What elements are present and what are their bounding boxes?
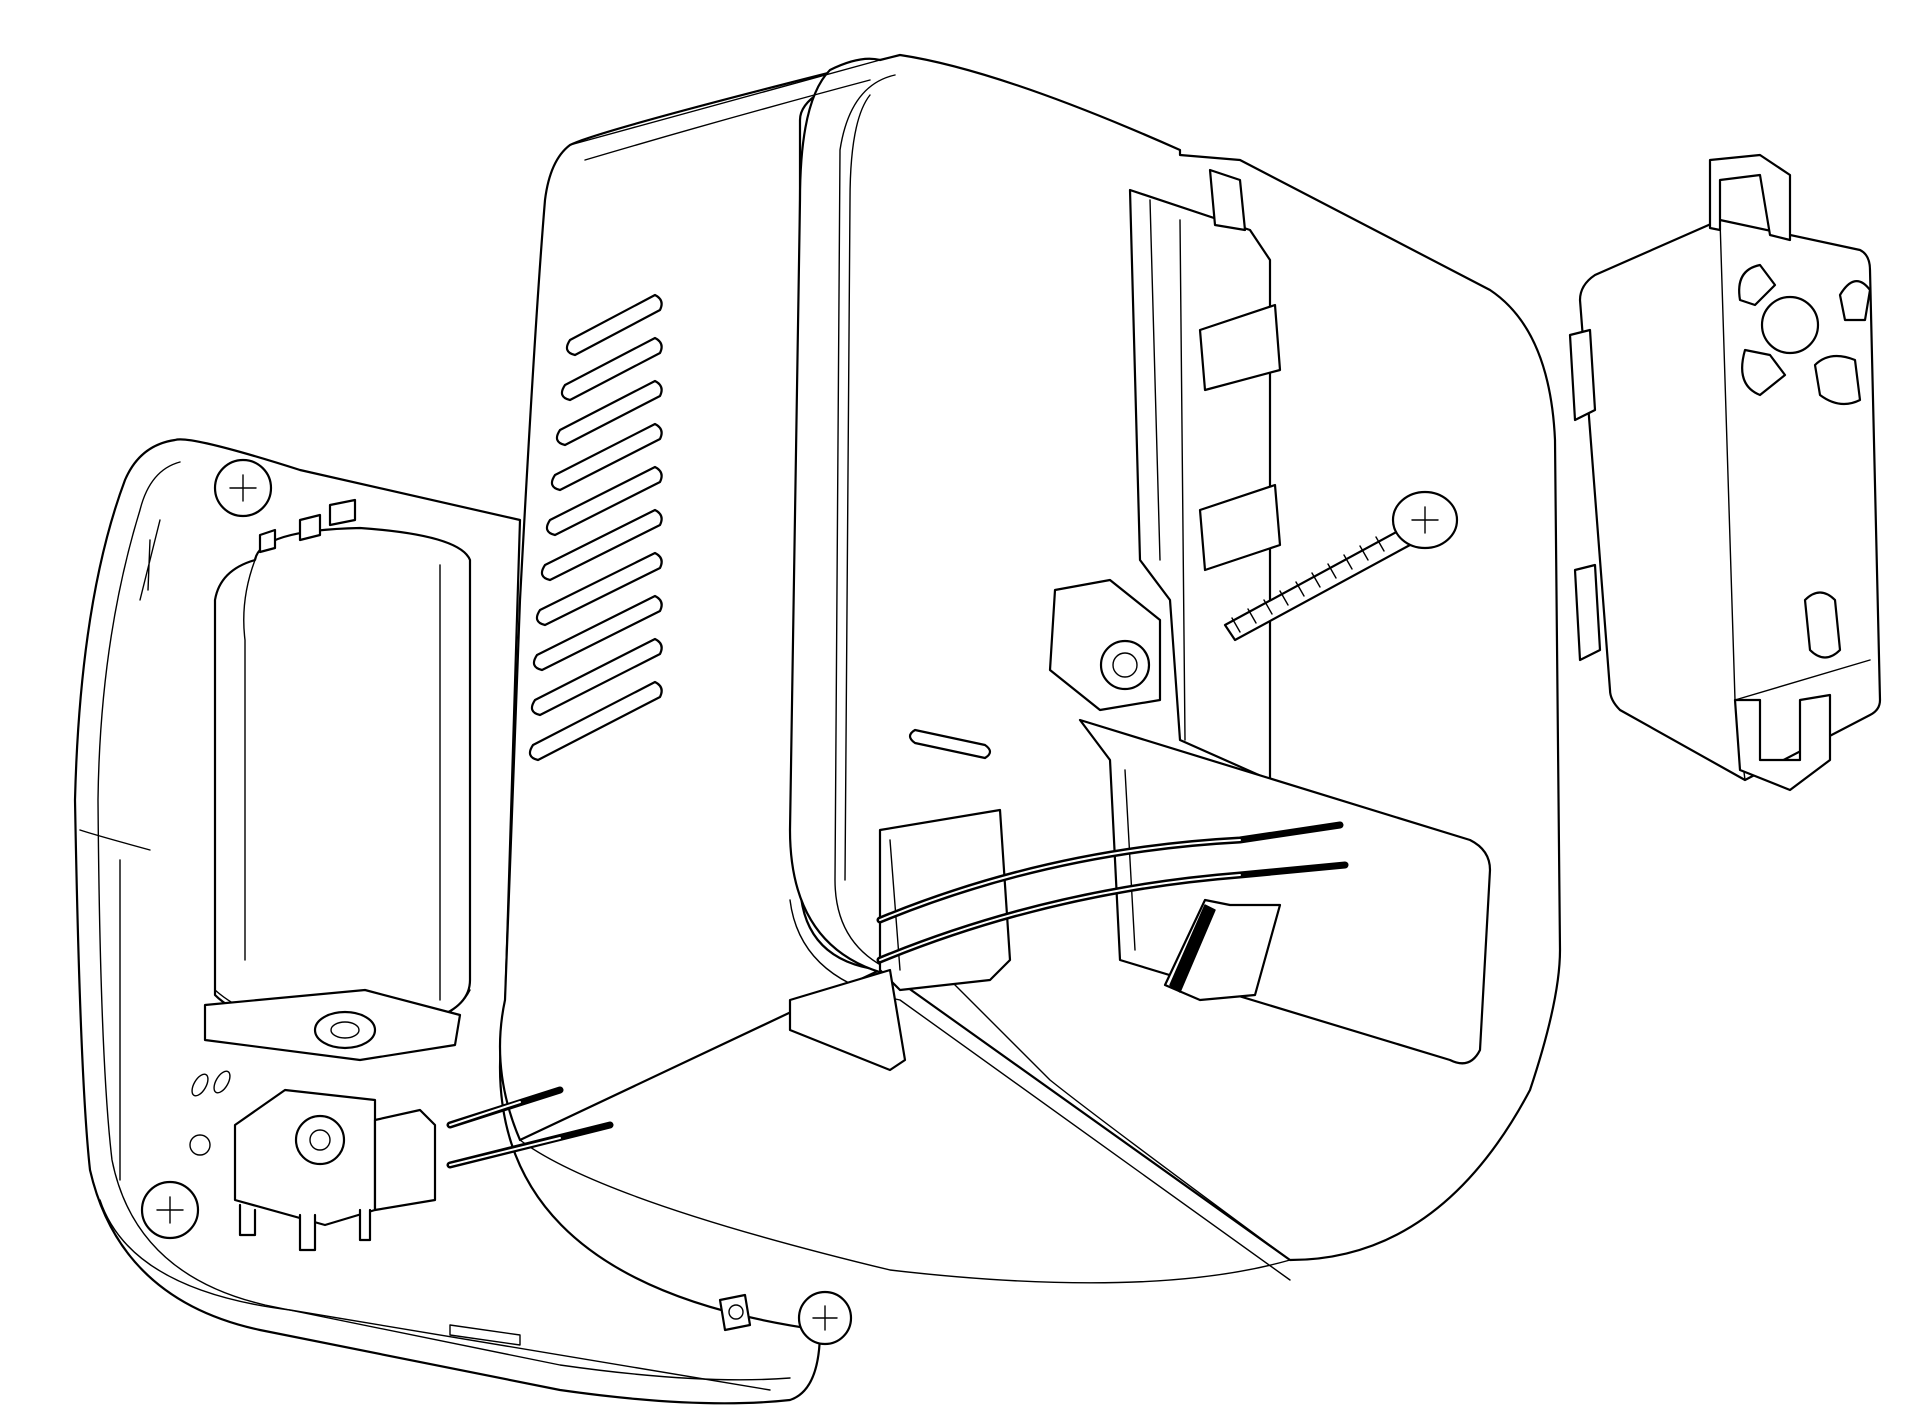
- phillips-screw-icon: [140, 1180, 200, 1240]
- connector-jack-icon: [189, 1070, 437, 1252]
- back-plate: [73, 438, 853, 1405]
- mounting-clip-icon: [1568, 153, 1882, 792]
- phillips-screw-icon: [797, 1290, 853, 1346]
- long-screw-icon: [1223, 490, 1459, 642]
- capacitor-icon: [203, 526, 472, 1062]
- phillips-screw-icon: [213, 458, 273, 518]
- vent-slots: [528, 293, 663, 762]
- main-housing: [498, 53, 1562, 1284]
- cable-pair-icon: [446, 821, 1349, 1169]
